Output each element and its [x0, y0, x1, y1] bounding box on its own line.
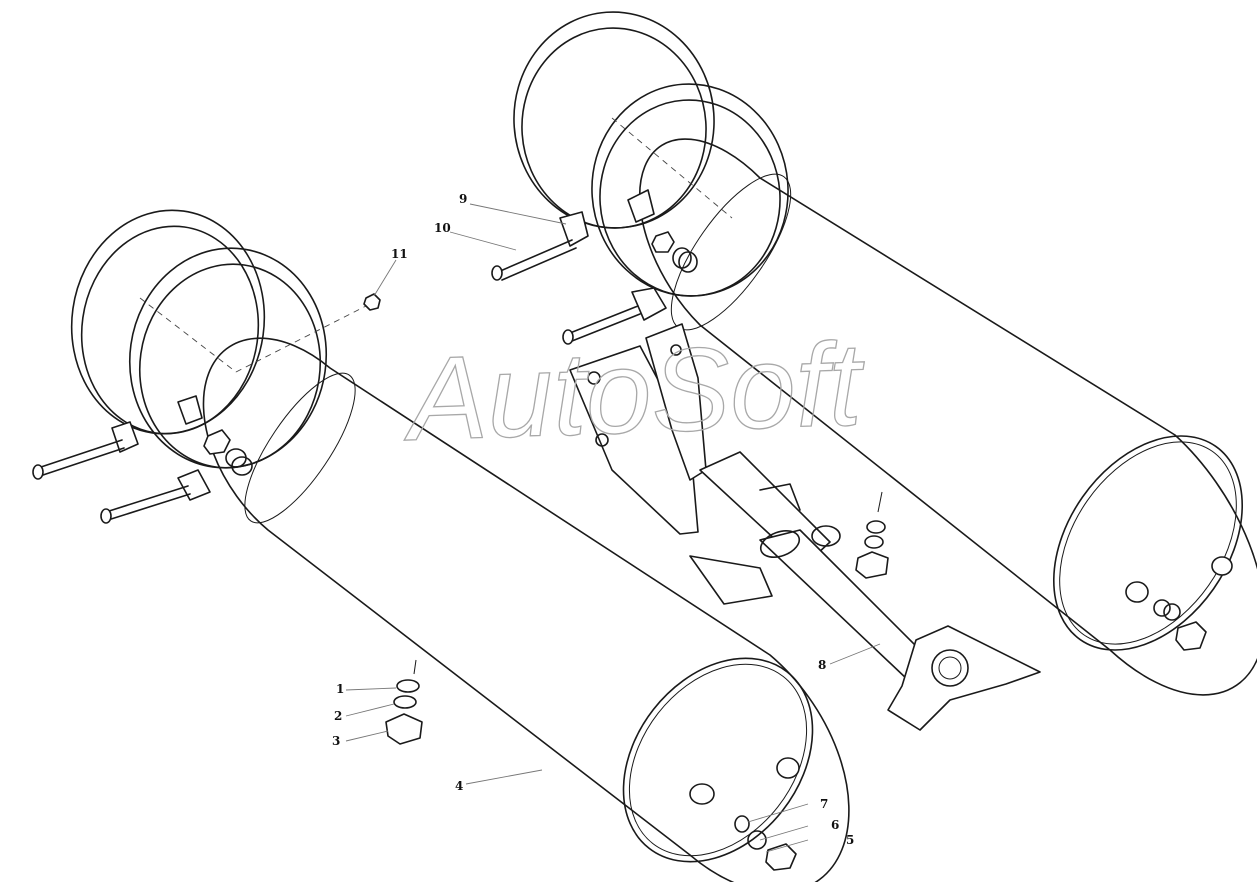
callout-5: 5: [846, 833, 854, 847]
callout-4: 4: [455, 779, 463, 793]
callout-9: 9: [459, 192, 467, 206]
left-mounting-bands: [32, 209, 381, 524]
right-air-tank: [638, 138, 1257, 696]
callout-11: 11: [391, 247, 408, 261]
callout-8: 8: [818, 658, 826, 672]
callout-labels: 1 2 3 4 5 6 7 8 9 10 11: [332, 192, 854, 847]
left-air-tank: [202, 337, 850, 882]
callout-6: 6: [831, 818, 839, 832]
callout-7: 7: [820, 797, 828, 811]
cross-tube-bracket: [569, 323, 1041, 731]
callout-2: 2: [334, 709, 342, 723]
callout-3: 3: [332, 734, 340, 748]
right-mounting-bands: [491, 11, 789, 345]
callout-10: 10: [434, 221, 451, 235]
callout-1: 1: [336, 682, 344, 696]
leader-lines: [345, 203, 881, 853]
watermark-text: AutoSoft: [400, 318, 867, 466]
